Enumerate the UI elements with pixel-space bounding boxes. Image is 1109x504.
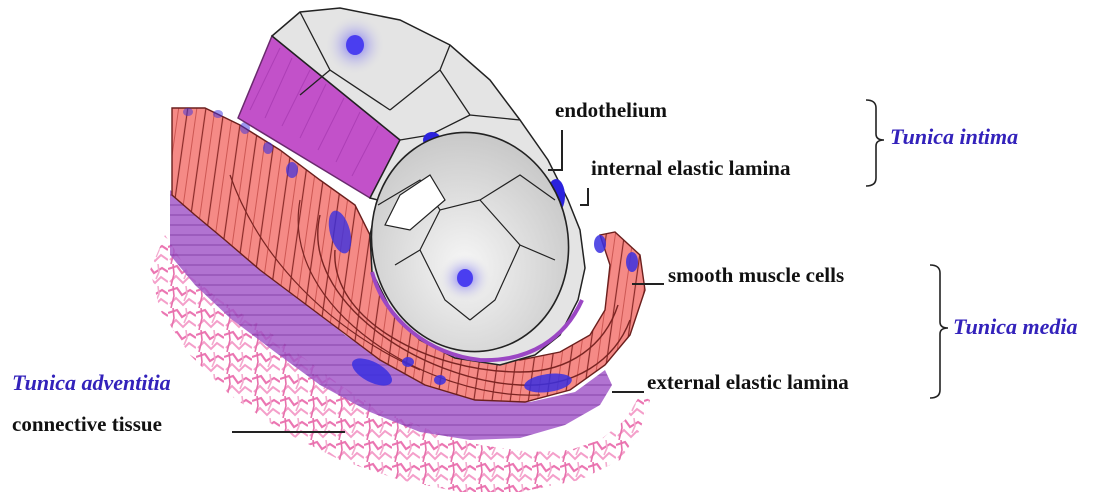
tunica-media-label: Tunica media bbox=[953, 316, 1077, 338]
tunica-intima-label: Tunica intima bbox=[890, 126, 1018, 148]
internal-lamina-leader bbox=[580, 188, 588, 205]
smooth-muscle-cells-label: smooth muscle cells bbox=[668, 265, 844, 286]
internal-elastic-lamina-label: internal elastic lamina bbox=[591, 158, 790, 179]
media-bracket bbox=[930, 265, 948, 398]
external-elastic-lamina-label: external elastic lamina bbox=[647, 372, 849, 393]
connective-tissue-label: connective tissue bbox=[12, 414, 162, 435]
tunica-adventitia-label: Tunica adventitia bbox=[12, 372, 171, 394]
endothelium-label: endothelium bbox=[555, 100, 667, 121]
intima-bracket bbox=[866, 100, 884, 186]
